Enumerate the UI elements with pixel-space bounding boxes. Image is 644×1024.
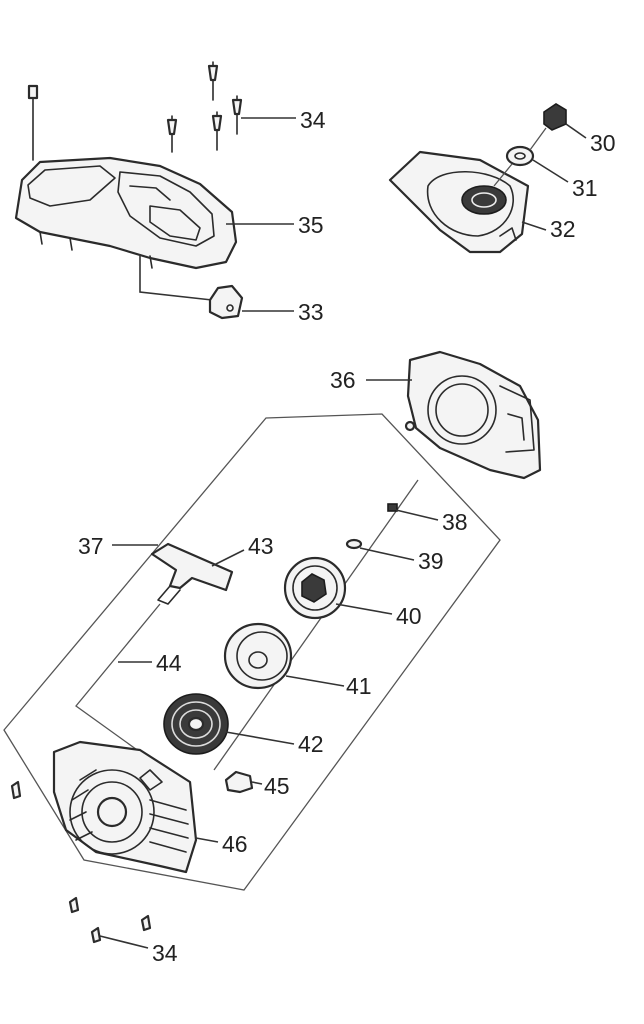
leader-45: [251, 781, 263, 785]
screw-34: [10, 780, 22, 800]
screw-34-group-bottom: [10, 780, 152, 944]
recoil-spring-42: [163, 693, 229, 755]
callout-30: 30: [590, 130, 616, 156]
callout-36: 36: [330, 367, 356, 393]
leader-41: [285, 675, 345, 687]
screw-34-group-top: [27, 61, 243, 161]
callout-46: 46: [222, 831, 248, 857]
callout-41: 41: [346, 673, 372, 699]
starter-rope-44: [75, 603, 161, 753]
starter-assembly-outline: [3, 413, 501, 891]
callout-40: 40: [396, 603, 422, 629]
screw-34: [166, 115, 178, 153]
assembly-axis: [213, 479, 419, 771]
screw-34: [211, 111, 223, 151]
top-cover-35: [14, 156, 238, 270]
grommet-45: [224, 770, 254, 794]
starter-housing-46: [52, 740, 198, 874]
leader-39: [359, 547, 415, 561]
screw-34: [27, 84, 39, 161]
screw-34: [231, 95, 243, 135]
callout-42: 42: [298, 731, 324, 757]
pulley-40: [283, 556, 347, 620]
leader-38: [395, 509, 439, 521]
spring-cover-41: [223, 622, 293, 690]
callout-34-top: 34: [300, 107, 326, 133]
fan-housing-36: [404, 350, 542, 480]
callout-37: 37: [78, 533, 104, 559]
leader-30: [565, 123, 587, 139]
callout-35: 35: [298, 212, 324, 238]
cap-30: [543, 103, 567, 131]
callout-44: 44: [156, 650, 182, 676]
screw-34: [207, 61, 219, 101]
screw-34: [140, 914, 152, 932]
leader-42: [225, 731, 295, 745]
callout-38: 38: [442, 509, 468, 535]
callout-34-bottom: 34: [152, 940, 178, 966]
callout-43: 43: [248, 533, 274, 559]
callout-32: 32: [550, 216, 576, 242]
filter-cover-32: [388, 150, 530, 254]
washer-31: [505, 127, 547, 167]
callout-31: 31: [572, 175, 598, 201]
starter-handle-43: [150, 542, 234, 605]
knob-33: [139, 254, 244, 320]
leader-31: [532, 159, 569, 183]
pin-38: [387, 503, 398, 512]
leader-43: [211, 549, 245, 567]
callout-45: 45: [264, 773, 290, 799]
leader-46: [195, 837, 219, 843]
callout-39: 39: [418, 548, 444, 574]
leader-32: [521, 221, 547, 231]
washer-39: [345, 538, 363, 550]
screw-34: [90, 926, 102, 944]
leader-40: [335, 603, 393, 615]
leader-34-bottom: [99, 935, 149, 949]
callout-33: 33: [298, 299, 324, 325]
screw-34: [68, 896, 80, 914]
